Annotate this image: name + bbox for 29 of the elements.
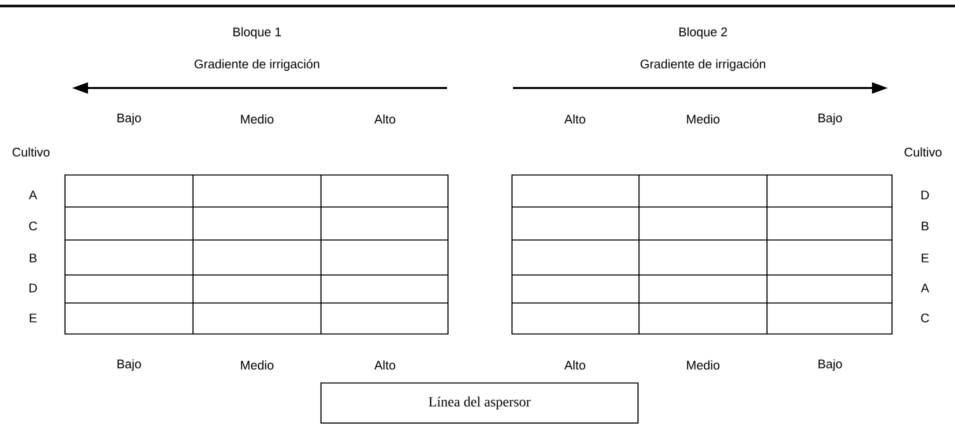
block-title: Bloque 1 xyxy=(233,27,281,39)
row-axis-title: Cultivo xyxy=(12,147,50,157)
column-header: Alto xyxy=(374,360,396,370)
row-label: A xyxy=(920,284,930,292)
column-header: Medio xyxy=(241,114,274,124)
column-header: Alto xyxy=(564,360,586,370)
axis-title: Gradiente de irrigación xyxy=(194,59,320,71)
column-header: Bajo xyxy=(118,113,141,125)
row-label: B xyxy=(30,254,36,262)
row-label: C xyxy=(921,314,930,322)
label-box: Línea del aspersor xyxy=(320,382,639,424)
row-label: E xyxy=(30,314,37,322)
row-label: D xyxy=(30,284,37,292)
block-title: Bloque 2 xyxy=(679,27,727,39)
column-header: Bajo xyxy=(818,113,842,125)
column-header: Alto xyxy=(374,114,396,124)
column-header: Medio xyxy=(687,360,720,370)
row-label: A xyxy=(28,190,38,200)
column-header: Medio xyxy=(687,114,720,124)
axis-title: Gradiente de irrigación xyxy=(640,59,766,71)
column-header: Alto xyxy=(564,114,586,124)
column-header: Bajo xyxy=(818,359,842,371)
column-header: Medio xyxy=(241,360,274,370)
row-label: B xyxy=(922,222,928,230)
row-label: D xyxy=(922,190,929,200)
row-label: E xyxy=(922,254,929,262)
row-label: C xyxy=(29,222,38,230)
column-header: Bajo xyxy=(118,359,141,371)
row-axis-title: Cultivo xyxy=(904,147,942,157)
